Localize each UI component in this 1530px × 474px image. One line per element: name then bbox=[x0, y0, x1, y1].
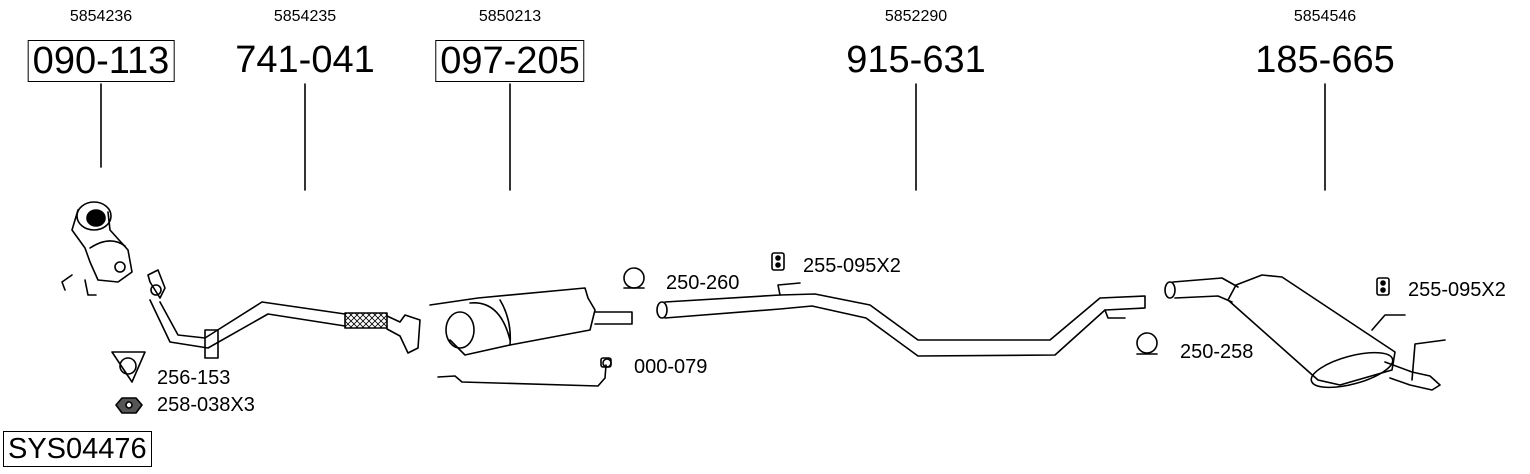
part-code-rear-silencer[interactable]: 185-665 bbox=[1255, 39, 1395, 81]
clamp-icon-1 bbox=[623, 267, 645, 289]
accessory-nut[interactable]: 258-038X3 bbox=[157, 394, 255, 416]
rear-silencer-drawing bbox=[1164, 274, 1446, 391]
clamp-icon-2 bbox=[1136, 332, 1158, 355]
sensor-icon bbox=[600, 357, 612, 368]
part-ref-5: 5854546 bbox=[1293, 8, 1357, 25]
middle-pipe-drawing bbox=[656, 282, 1146, 357]
gasket-icon bbox=[111, 351, 146, 383]
part-ref-2: 5854235 bbox=[273, 8, 337, 25]
rubber-mount-icon-1 bbox=[771, 252, 785, 271]
accessory-clamp-rear[interactable]: 250-258 bbox=[1180, 341, 1254, 363]
front-pipe-drawing bbox=[147, 269, 421, 359]
system-code: SYS04476 bbox=[3, 431, 152, 467]
catalytic-converter-drawing bbox=[61, 201, 133, 296]
part-code-particulate-filter[interactable]: 097-205 bbox=[435, 40, 585, 82]
rubber-mount-icon-2 bbox=[1376, 277, 1390, 296]
part-code-catalytic-converter[interactable]: 090-113 bbox=[27, 40, 175, 82]
accessory-gasket[interactable]: 256-153 bbox=[157, 367, 231, 389]
accessory-sensor[interactable]: 000-079 bbox=[634, 356, 708, 378]
part-ref-1: 5854236 bbox=[69, 8, 133, 25]
part-code-front-pipe[interactable]: 741-041 bbox=[235, 39, 375, 81]
accessory-rubber-mount-rear[interactable]: 255-095X2 bbox=[1408, 279, 1506, 301]
particulate-filter-drawing bbox=[429, 287, 633, 387]
leader-lines bbox=[100, 83, 1326, 191]
nut-icon bbox=[115, 397, 143, 414]
part-ref-4: 5852290 bbox=[884, 8, 948, 25]
accessory-clamp-front[interactable]: 250-260 bbox=[666, 272, 740, 294]
part-ref-3: 5850213 bbox=[478, 8, 542, 25]
part-code-middle-pipe[interactable]: 915-631 bbox=[846, 39, 986, 81]
accessory-rubber-mount-middle[interactable]: 255-095X2 bbox=[803, 255, 901, 277]
